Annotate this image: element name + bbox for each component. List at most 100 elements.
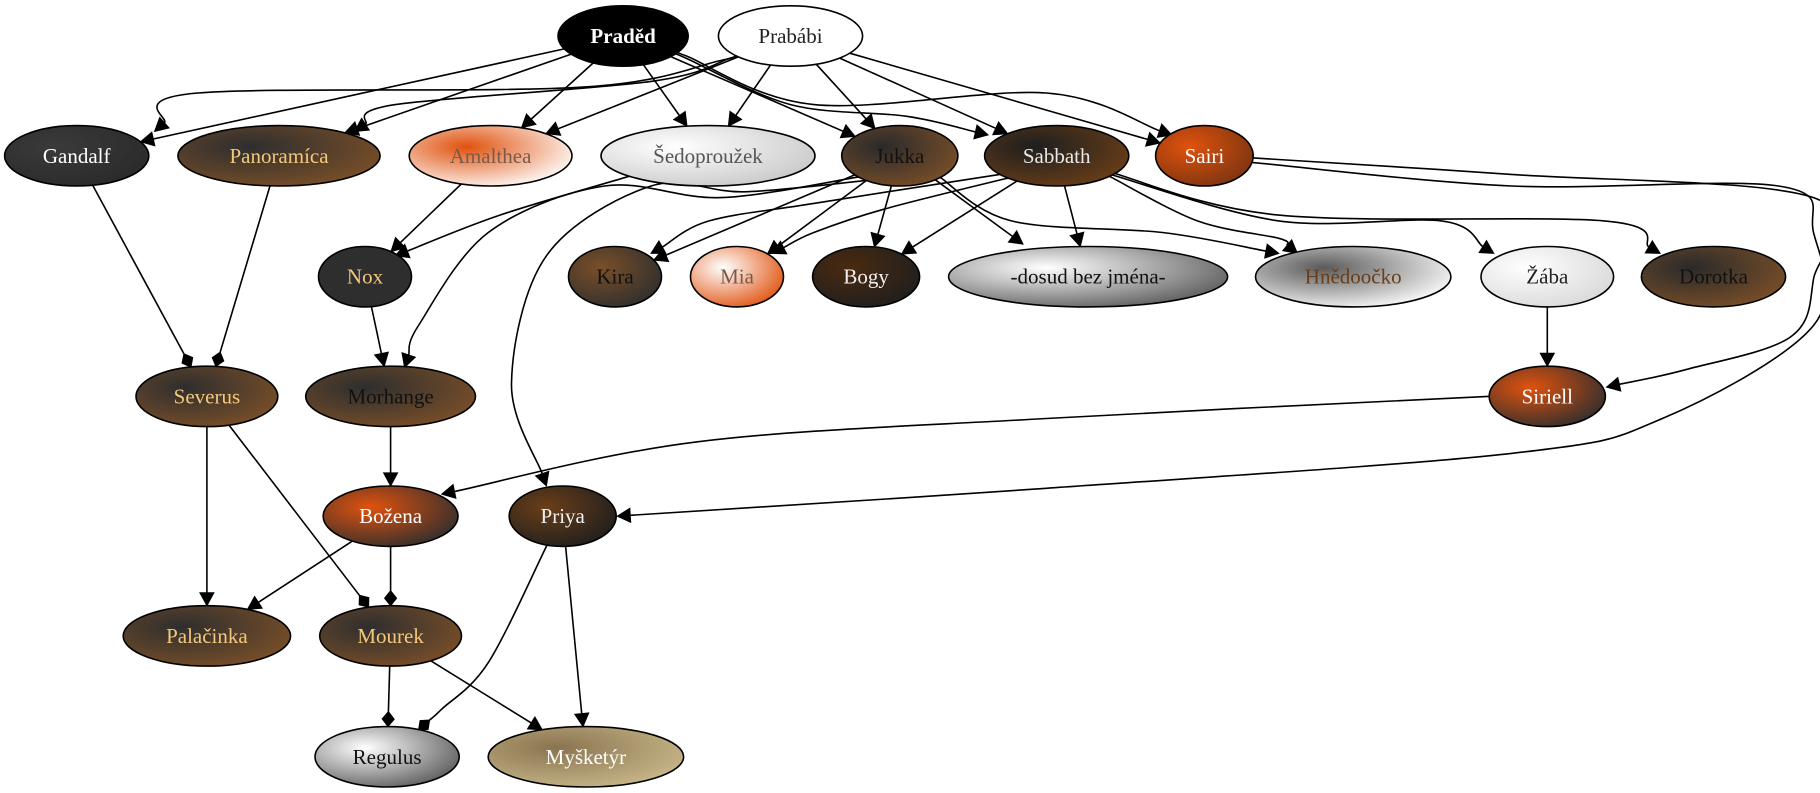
diamond-head-priya-regulus [417,719,431,731]
edge-sabbath-bogy [912,180,1018,248]
arrow-head-praded-sabbath [973,124,990,140]
node-shape-hnedoocko [1254,245,1452,308]
node-shape-zaba [1480,245,1615,308]
diamond-head-bozena-mourek [383,589,398,607]
arrow-head-sabbath-hnedoocko [1281,238,1299,255]
edge-jukka-morhange [407,174,871,356]
arrow-head-mourek-mysketyr [526,716,544,731]
arrow-head-prababi-sairi [1144,131,1162,147]
node-shape-dosud [947,245,1229,308]
node-amalthea: Amalthea [408,124,573,187]
edge-jukka-kira [665,174,856,256]
edge-jukka-dosud [929,175,1013,238]
arrow-head-praded-gandalf [139,131,156,147]
arrow-head-jukka-morhange [401,352,417,369]
node-shape-regulus [314,725,460,788]
arrow-head-priya-mysketyr [573,712,590,728]
node-label-bogy: Bogy [843,265,889,289]
node-hnedoocko: Hnědoočko [1254,245,1452,308]
node-panoramica: Panoramíca [177,124,381,187]
arrow-head-praded-jukka [839,123,857,139]
diamond-head-gandalf-severus [181,353,194,368]
node-label-amalthea: Amalthea [450,144,532,168]
edge-jukka-priya [510,178,880,474]
arrow-head-prababi-jukka [859,113,876,130]
arrow-head-sedoprouzek-nox [394,243,411,259]
node-label-zaba: Žába [1526,265,1569,289]
edge-amalthea-nox [399,183,462,244]
node-praded: Praděd [557,4,689,68]
node-sedoprouzek: Šedoproužek [600,124,816,187]
edge-praded-sabbath [673,52,976,133]
arrow-head-prababi-amalthea [545,121,562,136]
edge-mourek-mysketyr [430,660,532,724]
node-severus: Severus [135,365,279,428]
arrow-head-jukka-dosud [1007,229,1024,245]
arrow-head-jukka-priya [534,470,550,487]
node-bozena: Božena [322,485,459,548]
node-bogy: Bogy [811,245,921,308]
node-label-dosud: -dosud bez jména- [1011,265,1166,289]
edge-praded-gandalf [153,48,565,140]
node-shape-severus [135,365,279,428]
node-label-nox: Nox [347,265,384,289]
arrow-head-sabbath-zaba [1478,239,1495,254]
node-shape-priya [508,485,618,548]
diamond-head-severus-mourek [358,594,370,608]
node-label-jukka: Jukka [875,144,925,168]
arrow-head-praded-sedoprouzek [672,110,688,127]
node-shape-gandalf [3,124,150,187]
node-label-severus: Severus [174,384,241,408]
node-zaba: Žába [1480,245,1615,308]
arrow-head-prababi-sedoprouzek [727,110,743,127]
edge-praded-amalthea [530,62,594,120]
arrow-head-severus-palacinka [199,592,215,607]
edge-priya-mysketyr [564,546,583,714]
node-kira: Kira [567,245,663,308]
node-shape-morhange [304,365,477,428]
node-gandalf: Gandalf [3,124,150,187]
arrow-head-siriell-bozena [440,483,457,500]
edges-layer [91,48,1820,731]
diamond-head-panoramica-severus [211,351,225,368]
edge-prababi-sabbath [839,57,997,130]
node-shape-sabbath [983,124,1130,187]
arrow-head-jukka-hnedoocko [1264,243,1280,259]
node-dorotka: Dorotka [1640,245,1787,308]
edge-prababi-jukka [815,63,867,120]
arrow-head-nox-morhange [373,351,390,368]
arrow-head-sabbath-dosud [1069,231,1085,248]
node-label-mia: Mia [720,265,755,289]
arrow-head-jukka-bogy [870,231,886,248]
arrow-head-praded-sairi [1156,123,1173,139]
edge-sairi-siriell [1235,156,1820,386]
arrow-head-sairi-siriell [1605,376,1622,392]
node-label-sabbath: Sabbath [1023,144,1091,168]
edge-severus-mourek [228,424,361,596]
node-shape-bogy [811,245,921,308]
node-label-mourek: Mourek [357,624,424,648]
edge-sairi-priya [630,160,1820,517]
node-label-dorotka: Dorotka [1679,265,1748,289]
node-sairi: Sairi [1154,124,1254,187]
arrow-head-sabbath-mia [770,240,788,255]
node-jukka: Jukka [840,124,959,187]
node-label-kira: Kira [596,265,634,289]
node-shape-mysketyr [487,725,685,788]
edge-praded-sairi [672,50,1160,132]
edge-nox-morhange [370,306,383,354]
node-label-praded: Praděd [590,24,656,48]
node-palacinka: Palačinka [122,604,292,667]
edge-mourek-regulus [387,666,391,712]
node-shape-palacinka [122,604,292,667]
node-shape-mia [689,245,785,308]
node-label-siriell: Siriell [1522,384,1573,408]
arrow-head-jukka-kira [652,247,670,263]
arrow-head-sabbath-dorotka [1644,239,1662,254]
edge-prababi-amalthea [557,56,739,130]
node-shape-amalthea [408,124,573,187]
node-shape-sairi [1154,124,1254,187]
edge-panoramica-severus [219,185,271,353]
node-siriell: Siriell [1488,365,1607,428]
